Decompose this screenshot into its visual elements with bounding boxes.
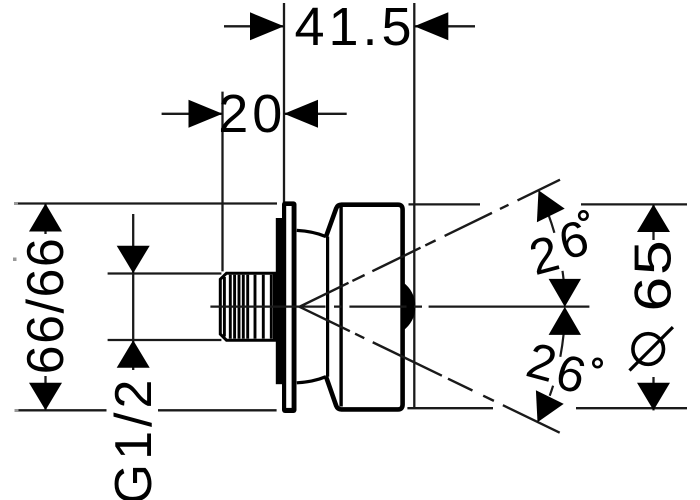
svg-text:20: 20 (218, 84, 286, 144)
svg-text:41.5: 41.5 (294, 0, 415, 57)
svg-text:65: 65 (624, 239, 682, 312)
svg-text:66/66: 66/66 (17, 237, 75, 375)
svg-text:G1/2: G1/2 (105, 376, 163, 500)
